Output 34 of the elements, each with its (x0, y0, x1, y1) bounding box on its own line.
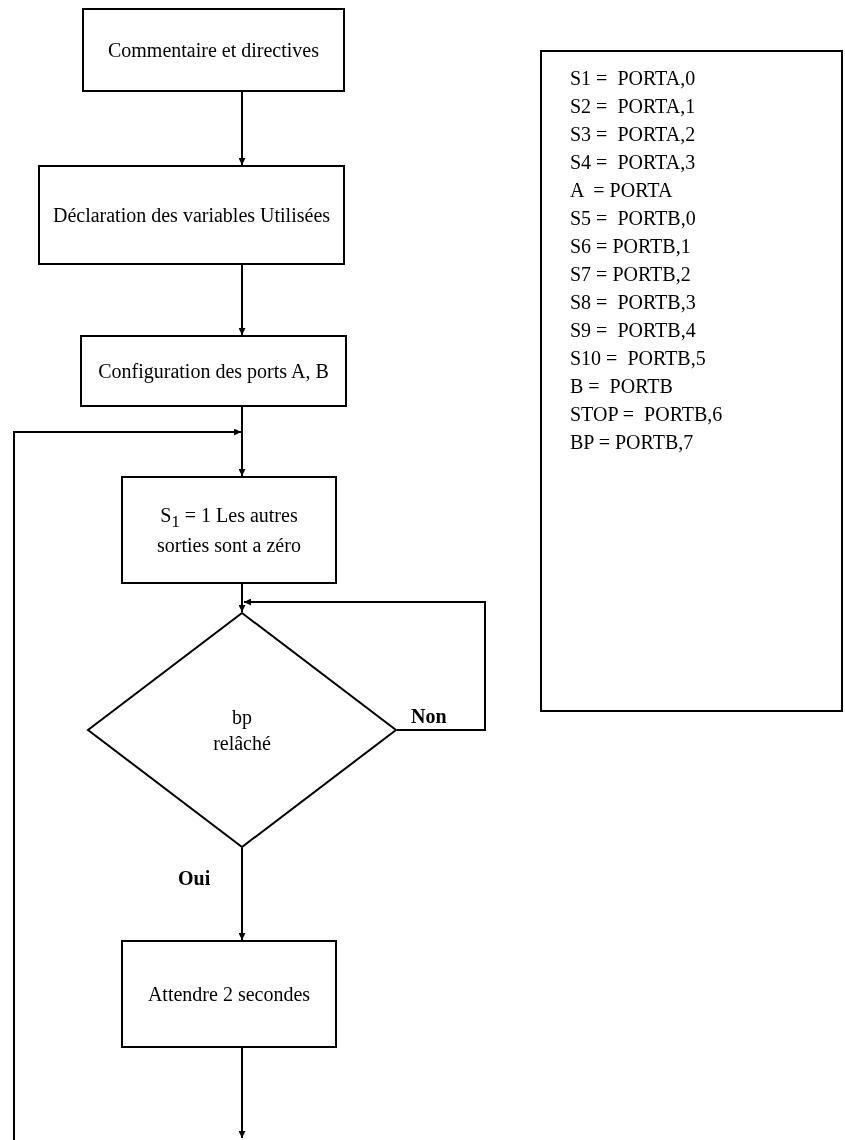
definition-text: S6 = PORTB,1 (570, 234, 691, 259)
process-box (80, 335, 347, 407)
definition-text: S8 = PORTB,3 (570, 290, 696, 315)
definition-text: S7 = PORTB,2 (570, 262, 691, 287)
definition-text: S9 = PORTB,4 (570, 318, 696, 343)
arrow (238, 847, 246, 941)
arrow (238, 583, 246, 613)
arrow (243, 598, 486, 731)
process-text: Commentaire et directives (107, 38, 319, 63)
definition-text: B = PORTB (570, 374, 673, 399)
definition-text: S1 = PORTA,0 (570, 66, 696, 91)
process-box (121, 476, 337, 584)
arrow (13, 428, 242, 1140)
arrow (238, 1047, 246, 1139)
definition-text: A = PORTA (570, 178, 673, 203)
process-text: Déclaration des variables Utilisées (52, 203, 331, 228)
arrow (238, 91, 246, 166)
definition-text: S2 = PORTA,1 (570, 94, 696, 119)
definition-text: BP = PORTB,7 (570, 430, 694, 455)
decision-text: bp relâché (212, 705, 272, 756)
definition-text: S5 = PORTB,0 (570, 206, 696, 231)
definition-text: S3 = PORTA,2 (570, 122, 696, 147)
definition-text: S10 = PORTB,5 (570, 346, 706, 371)
process-text: Attendre 2 secondes (147, 982, 311, 1007)
process-text: S$_{1}$ = 1 Les autres sorties sont a zéro (156, 502, 302, 559)
definitions-box (540, 50, 843, 712)
arrow (238, 406, 246, 477)
process-text: Configuration des ports A, B (98, 359, 329, 384)
process-box (82, 8, 345, 92)
process-box (38, 165, 345, 265)
process-box (121, 940, 337, 1048)
definition-text: STOP = PORTB,6 (570, 402, 723, 427)
arrow (238, 264, 246, 336)
definition-text: S4 = PORTA,3 (570, 150, 696, 175)
